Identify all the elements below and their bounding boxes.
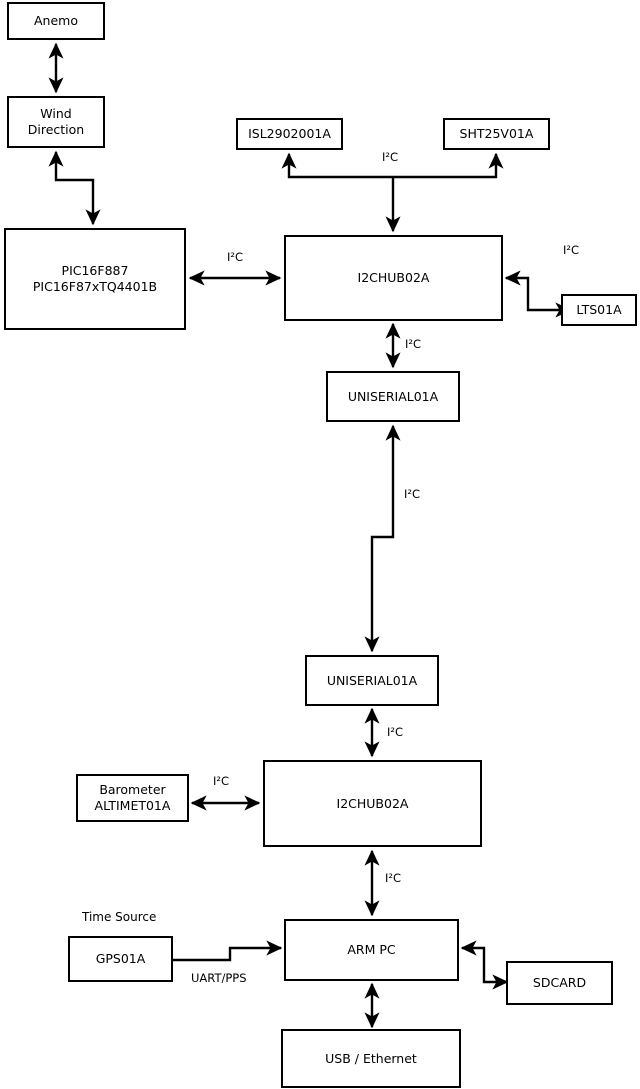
edge-label-i2c-pic-hub: I²C [227,250,244,264]
node-pic-mcu[interactable]: PIC16F887 PIC16F87xTQ4401B [4,228,186,330]
node-uniserial01a-top-label: UNISERIAL01A [347,388,439,404]
edge-label-uart-pps: UART/PPS [191,971,247,985]
edge-label-i2c-sensor-bus: I²C [382,150,399,164]
edge-armpc-sdcard [460,940,509,990]
node-i2chub02a-bottom-label: I2CHUB02A [336,795,409,811]
edge-label-i2c-barometer-hub2: I²C [213,774,230,788]
node-lts01a-label: LTS01A [576,302,622,317]
node-arm-pc[interactable]: ARM PC [284,919,459,981]
node-uniserial01a-top[interactable]: UNISERIAL01A [326,371,460,422]
node-barometer-altimet01a[interactable]: Barometer ALTIMET01A [76,774,189,822]
node-lts01a[interactable]: LTS01A [561,294,637,326]
node-i2chub02a-bottom[interactable]: I2CHUB02A [263,760,482,847]
node-usb-ethernet-label: USB / Ethernet [325,1050,417,1066]
edge-label-i2c-uniserial-link: I²C [404,487,421,501]
node-gps01a[interactable]: GPS01A [68,936,173,982]
edge-label-i2c-hub2-armpc: I²C [385,871,402,885]
node-sdcard[interactable]: SDCARD [506,961,613,1005]
node-uniserial01a-bottom-label: UNISERIAL01A [326,672,418,688]
edge-uniserial-link [364,424,401,653]
node-sht25v01a-label: SHT25V01A [459,126,534,141]
node-barometer-altimet01a-label: Barometer ALTIMET01A [94,782,171,813]
label-time-source: Time Source [82,910,157,924]
node-i2chub02a-top-label: I2CHUB02A [357,270,430,285]
edge-pic-wind [48,150,101,226]
node-anemo-label: Anemo [34,13,78,28]
node-isl2902001a[interactable]: ISL2902001A [236,118,343,150]
node-pic-mcu-label: PIC16F887 PIC16F87xTQ4401B [32,263,158,294]
node-wind-direction-label: Wind Direction [27,106,85,137]
edge-label-i2c-uniserial-hub2: I²C [387,725,404,739]
node-sdcard-label: SDCARD [532,975,587,990]
node-arm-pc-label: ARM PC [347,942,396,957]
node-sht25v01a[interactable]: SHT25V01A [443,118,550,150]
node-usb-ethernet[interactable]: USB / Ethernet [281,1029,461,1088]
node-uniserial01a-bottom[interactable]: UNISERIAL01A [305,655,439,706]
node-anemo[interactable]: Anemo [7,2,105,40]
edge-label-i2c-hub-lts: I²C [563,243,580,257]
node-i2chub02a-top[interactable]: I2CHUB02A [284,235,503,321]
edge-label-i2c-hub-uniserial: I²C [405,337,422,351]
node-gps01a-label: GPS01A [95,951,146,966]
edge-gps-armpc [172,940,283,962]
edge-hubtop-lts [504,270,572,318]
node-wind-direction[interactable]: Wind Direction [7,96,105,148]
node-isl2902001a-label: ISL2902001A [248,126,331,141]
